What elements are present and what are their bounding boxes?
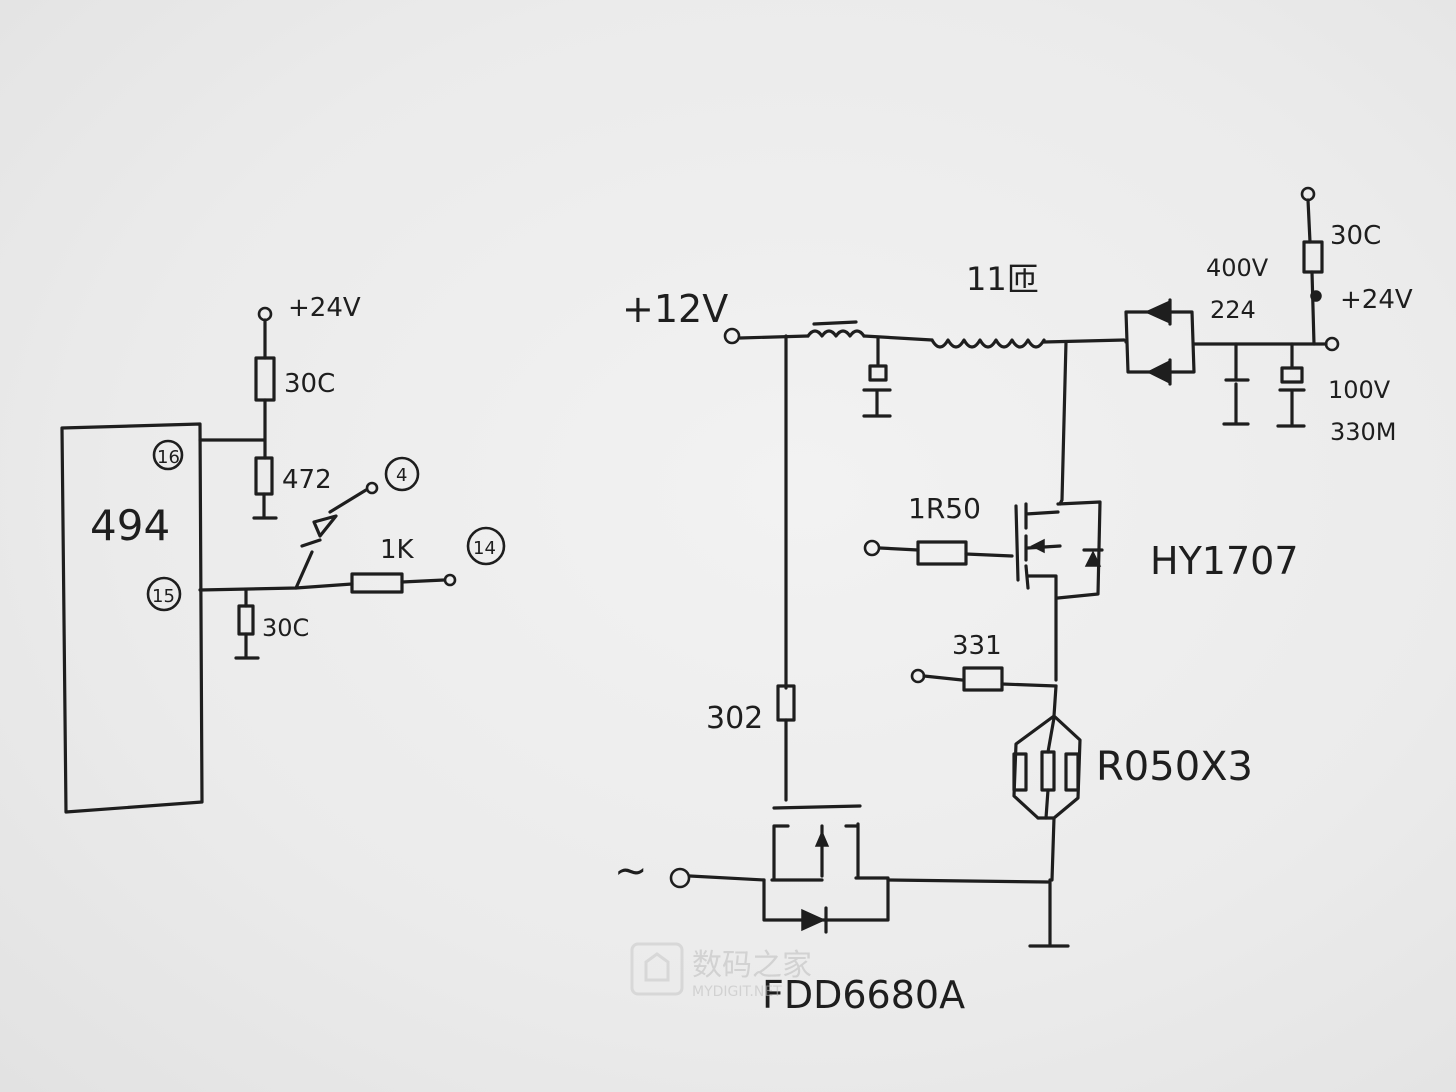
resistor-30c-pulldown-label: 30C	[262, 614, 309, 642]
ground-wire	[1028, 878, 1070, 948]
resistor-472	[254, 456, 274, 496]
cap-224	[1222, 342, 1250, 426]
top-terminal	[1300, 186, 1316, 202]
output-terminal	[1324, 336, 1340, 352]
shunt-label: R050X3	[1096, 744, 1253, 790]
pin-15-label: 15	[152, 586, 175, 607]
pin-4-terminal	[365, 481, 379, 495]
watermark-logo-icon	[630, 942, 684, 996]
mosfet-hy1707-arrow	[1030, 538, 1045, 554]
input-neg-label: ~	[614, 848, 648, 894]
neg-rail	[688, 874, 1050, 884]
pin-15-circle	[146, 576, 182, 612]
sense-terminal	[910, 668, 926, 684]
right-circuit: +12V 11匝 400V 224 100V 330M 30C	[614, 186, 1413, 1017]
diode-bottom-icon	[1146, 360, 1169, 384]
resistor-30c-right	[1302, 240, 1324, 274]
output-24v-node	[1310, 290, 1322, 302]
input-rail	[738, 334, 810, 340]
cap-330m-label: 330M	[1330, 418, 1397, 446]
input-neg-terminal	[669, 867, 691, 889]
shunt-center-wire	[1044, 716, 1056, 820]
resistor-30c-right-label: 30C	[1330, 221, 1381, 251]
pin-14-wire	[400, 578, 446, 584]
mosfet-fdd6680a-label: FDD6680A	[762, 973, 965, 1017]
inductor-turns-label: 11匝	[966, 260, 1039, 298]
resistor-30c-top-label: 30C	[284, 369, 335, 399]
shunt-resistor-3	[1064, 752, 1080, 792]
rail-after-small-inductor	[862, 334, 934, 342]
ground-wire-30c	[234, 632, 260, 660]
gate-terminal	[863, 539, 881, 557]
cap-400v-label: 400V	[1206, 254, 1269, 282]
sense-resistor	[962, 666, 1004, 692]
bias-resistor	[776, 684, 796, 722]
gate-resistor	[916, 540, 968, 566]
resistor-472-label: 472	[282, 465, 332, 495]
ic-494-label: 494	[90, 501, 170, 550]
output-vertical-wire	[1310, 270, 1316, 346]
pin-4-label: 4	[396, 465, 407, 486]
watermark-house-icon	[644, 952, 670, 982]
cap-330m	[1276, 342, 1306, 428]
shunt-resistor-1	[1012, 752, 1028, 792]
pin-15-wire	[198, 582, 354, 592]
shunt-array	[1012, 684, 1082, 882]
resistor-1k-label: 1K	[380, 535, 415, 565]
gate-wire	[878, 546, 1014, 558]
pin-14-terminal	[443, 573, 457, 587]
small-inductor	[806, 320, 866, 338]
supply-24v-label: +24V	[288, 293, 361, 323]
resistor-1k	[350, 572, 404, 594]
pin-14-circle	[466, 526, 506, 566]
sense-resistor-label: 331	[952, 631, 1002, 661]
pin-16-circle	[152, 439, 184, 471]
input-12v-label: +12V	[622, 287, 728, 331]
mosfet-hy1707-body	[1014, 500, 1102, 682]
fdd-body-diode-icon	[801, 908, 826, 932]
resistor-30c-pulldown	[237, 604, 255, 636]
watermark-cn: 数码之家	[692, 948, 812, 983]
mosfet-fdd6680a-arrow	[814, 830, 830, 847]
bias-resistor-label: 302	[706, 701, 763, 736]
mosfet-fdd6680a-body	[762, 804, 890, 922]
mosfet-hy1707-body-diode	[1084, 550, 1102, 567]
left-circuit: 494 16 +24V 30C 472 15 30C 1K 14	[60, 293, 506, 814]
ic-494-body	[60, 422, 204, 814]
pin-14-label: 14	[473, 538, 496, 559]
watermark-en: MYDIGIT.NET	[692, 984, 782, 1000]
resistor-30c-top	[254, 356, 276, 402]
diode-top-icon	[1144, 300, 1169, 324]
input-12v-terminal	[723, 327, 741, 345]
pin-16-label: 16	[157, 447, 180, 468]
top-resistor-wire	[1306, 198, 1312, 244]
diode-symbol	[300, 514, 338, 548]
switch-node-wire	[1058, 340, 1068, 506]
gate-resistor-label: 1R50	[908, 492, 981, 525]
sense-wire	[922, 674, 1058, 688]
mosfet-hy1707-label: HY1707	[1150, 539, 1299, 583]
supply-terminal-24v	[257, 306, 273, 322]
diode-wire	[294, 550, 314, 590]
shunt-resistor-2	[1040, 750, 1056, 792]
cap-224-label: 224	[1210, 296, 1256, 324]
diode-wire-pin4	[328, 488, 368, 514]
cap-100v-label: 100V	[1328, 376, 1391, 404]
output-24v-label: +24V	[1340, 285, 1413, 315]
pin-4-circle	[384, 456, 420, 492]
dual-diode-block	[1124, 310, 1196, 374]
input-cap	[862, 336, 892, 418]
main-inductor	[930, 338, 1126, 349]
ground-wire-472	[252, 492, 278, 520]
watermark: 数码之家 MYDIGIT.NET	[630, 942, 812, 1000]
